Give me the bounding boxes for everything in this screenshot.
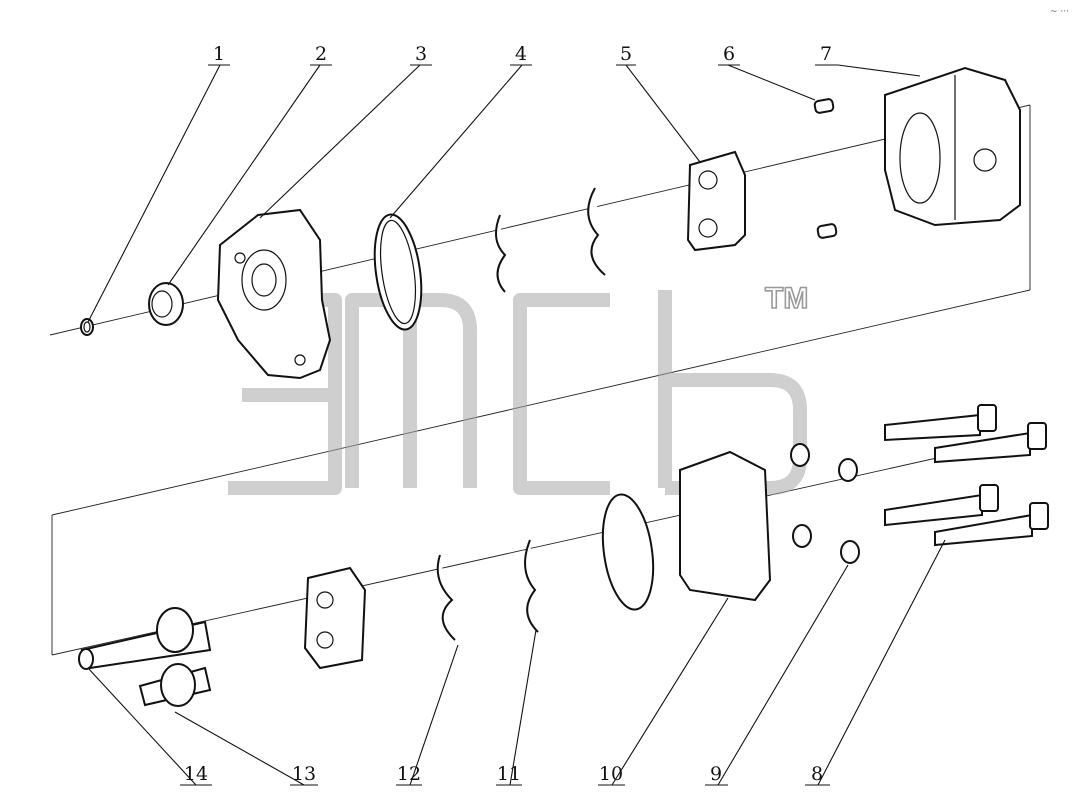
part-6-dowel-pins bbox=[813, 98, 838, 239]
part-9-washers bbox=[790, 443, 860, 564]
callout-12: 12 bbox=[397, 763, 421, 785]
callout-13: 13 bbox=[292, 763, 316, 785]
callout-8: 8 bbox=[811, 763, 823, 785]
part-3-front-cover bbox=[216, 208, 332, 380]
leader-lines bbox=[87, 64, 946, 786]
part-11-12-clips bbox=[436, 187, 606, 641]
part-13-bearing-block bbox=[303, 566, 367, 670]
part-1-snap-ring bbox=[80, 318, 94, 336]
part-14-gear-shafts bbox=[78, 607, 212, 707]
callout-labels: 1 2 3 4 5 6 7 8 9 10 11 12 13 14 bbox=[184, 43, 832, 785]
corner-mark: ~ ··· bbox=[1050, 7, 1069, 17]
callout-9: 9 bbox=[710, 763, 722, 785]
callout-6: 6 bbox=[723, 43, 735, 65]
callout-14: 14 bbox=[184, 763, 208, 785]
part-10-rear-cover bbox=[601, 450, 772, 611]
callout-10: 10 bbox=[599, 763, 623, 785]
part-4-o-ring bbox=[373, 213, 423, 331]
part-2-oil-seal bbox=[148, 282, 184, 326]
callout-2: 2 bbox=[315, 43, 327, 65]
callout-11: 11 bbox=[497, 763, 521, 785]
callout-4: 4 bbox=[515, 43, 527, 65]
trademark-mark: TM bbox=[765, 282, 808, 315]
part-5-bushing-block bbox=[686, 150, 746, 252]
callout-3: 3 bbox=[415, 43, 427, 65]
callout-5: 5 bbox=[620, 43, 632, 65]
part-8-bolts bbox=[884, 404, 1049, 547]
callout-1: 1 bbox=[213, 43, 225, 65]
part-7-pump-body bbox=[884, 66, 1021, 227]
callout-7: 7 bbox=[820, 43, 832, 65]
assembly-axes bbox=[49, 104, 1041, 656]
